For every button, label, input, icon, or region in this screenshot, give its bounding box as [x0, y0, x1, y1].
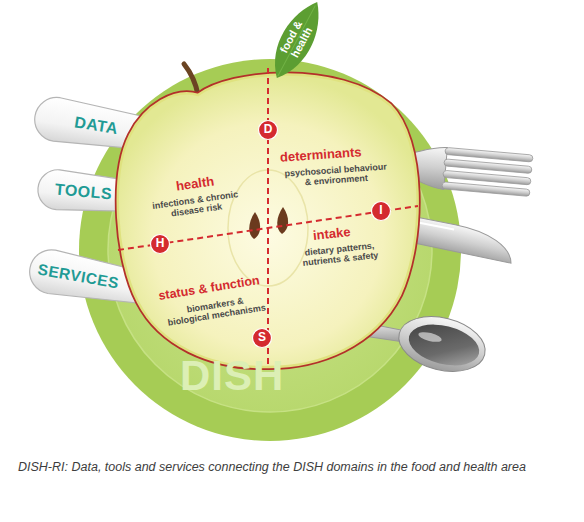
badge-circle [259, 121, 278, 140]
domain-letter: I [379, 204, 382, 218]
domain-letter-badge: I [371, 201, 391, 221]
domain-letter-badge: S [252, 328, 272, 348]
badge-circle [253, 329, 272, 348]
fork-tine [444, 159, 532, 174]
handle-shape [36, 168, 246, 226]
plate: Hhealthinfections & chronic disease risk… [78, 58, 462, 442]
domain-heading: determinants [280, 145, 362, 166]
badge-circle [151, 235, 170, 254]
handle-shape [26, 246, 247, 327]
domain-heading: intake [312, 225, 351, 244]
domain-description: psychosocial behaviour & environment [282, 161, 389, 189]
fork-tine [443, 170, 531, 185]
fork-tine [442, 182, 530, 197]
domain-letter: S [258, 331, 266, 345]
domain-letter: D [264, 123, 273, 137]
handle-shape [32, 94, 263, 173]
leaf-shape [263, 0, 331, 85]
plate-title: DISH [180, 352, 284, 400]
domain-heading: health [175, 174, 215, 194]
domain-letter: H [156, 237, 165, 251]
badge-circle [372, 202, 391, 221]
fork-tine [445, 147, 533, 162]
domain-description: dietary patterns, nutrients & safety [299, 240, 381, 269]
domain-letter-badge: H [150, 234, 170, 254]
figure-caption: DISH-RI: Data, tools and services connec… [18, 458, 548, 476]
apple-quadrant: Hhealthinfections & chronic disease risk [118, 80, 268, 255]
apple-quadrant: Ddeterminantspsychosocial behaviour & en… [256, 80, 416, 202]
domain-description: infections & chronic disease risk [145, 188, 247, 222]
apple-quadrant: Sstatus & functionbiomarkers & biologica… [118, 255, 268, 367]
apple-quadrant: Iintakedietary patterns, nutrients & saf… [268, 202, 418, 367]
domain-heading: status & function [158, 273, 261, 303]
domain-letter-badge: D [258, 120, 278, 140]
